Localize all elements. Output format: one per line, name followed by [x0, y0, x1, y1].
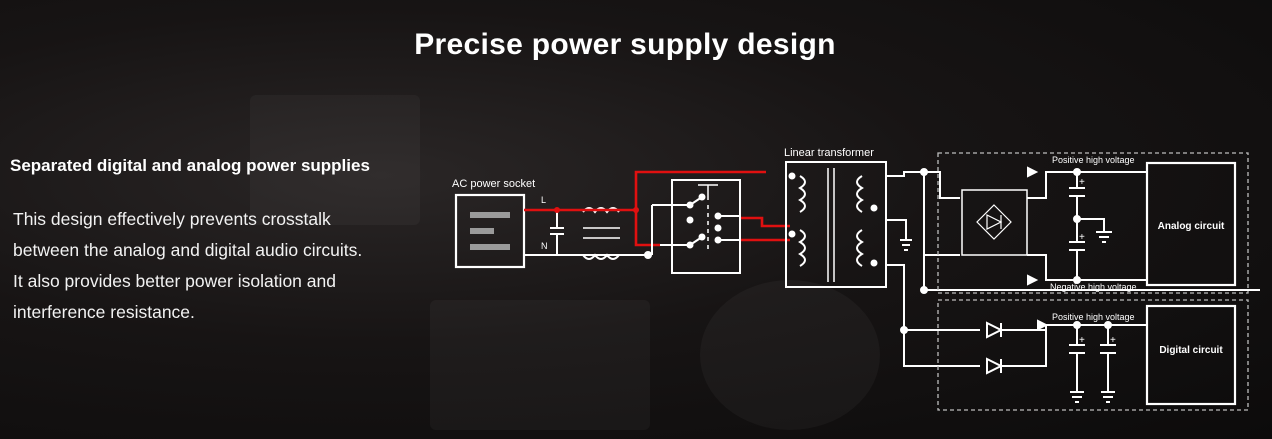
body-line: between the analog and digital audio cir…	[13, 240, 363, 260]
digital-circuit-label: Digital circuit	[1159, 345, 1223, 356]
positive-high-voltage-label: Positive high voltage	[1052, 312, 1135, 322]
plus-sign: +	[1079, 232, 1085, 243]
digital-diodes	[986, 321, 1004, 375]
transformer-label: Linear transformer	[784, 147, 874, 159]
ac-socket-label: AC power socket	[452, 178, 535, 190]
analog-circuit-box	[1145, 161, 1237, 287]
x-capacitor	[550, 212, 564, 255]
bridge-rectifier	[961, 189, 1028, 256]
ac-socket	[454, 193, 526, 269]
body-line: This design effectively prevents crossta…	[13, 209, 331, 229]
plus-sign: +	[1079, 177, 1085, 188]
analog-circuit-label: Analog circuit	[1158, 221, 1225, 232]
section-body: This design effectively prevents crossta…	[13, 204, 433, 328]
body-line: It also provides better power isolation …	[13, 271, 336, 291]
plus-sign: +	[1110, 335, 1116, 346]
power-switch	[651, 179, 741, 274]
line-label: L	[541, 195, 546, 205]
common-mode-choke	[582, 207, 620, 260]
analog-capacitors	[1069, 168, 1112, 284]
positive-high-voltage-label: Positive high voltage	[1052, 155, 1135, 165]
digital-circuit-box	[1145, 304, 1237, 406]
plus-sign: +	[1079, 335, 1085, 346]
section-heading: Separated digital and analog power suppl…	[10, 159, 370, 175]
digital-capacitors	[1069, 321, 1116, 403]
neutral-label: N	[541, 241, 548, 251]
negative-high-voltage-label: Negative high voltage	[1050, 282, 1137, 292]
body-line: interference resistance.	[13, 302, 195, 322]
linear-transformer	[785, 161, 887, 288]
page-title: Precise power supply design	[414, 28, 836, 61]
